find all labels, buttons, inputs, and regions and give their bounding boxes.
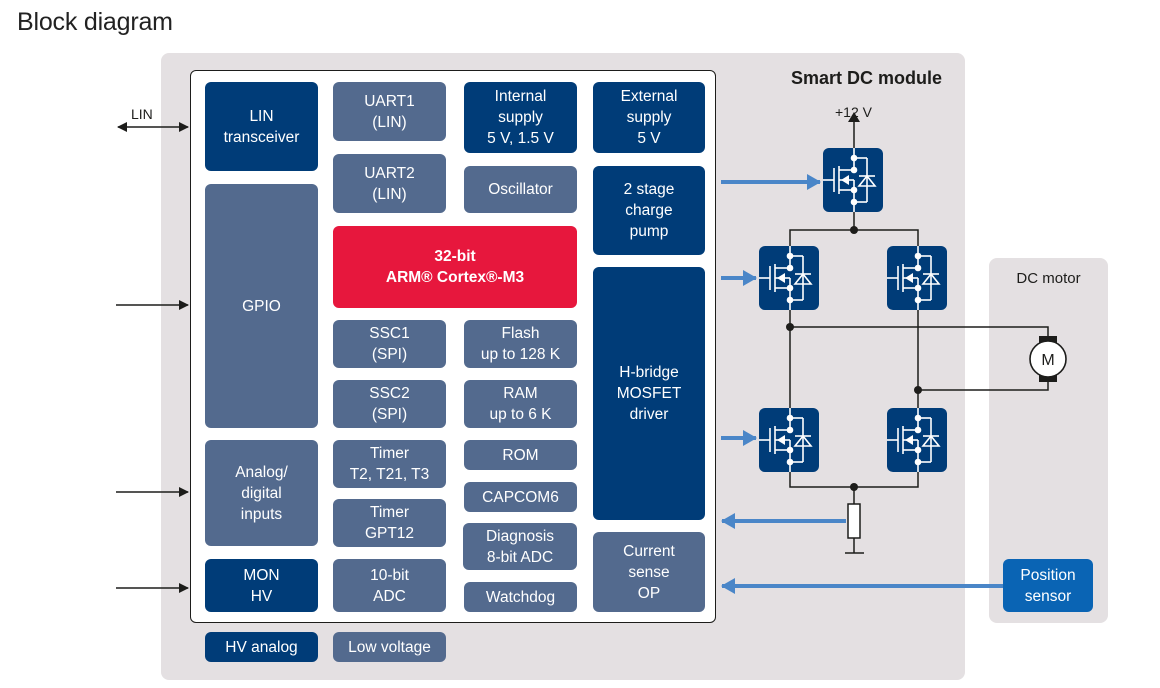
diagnosis-block: Diagnosis 8-bit ADC [463, 523, 577, 570]
lin-label: LIN [131, 106, 153, 122]
ram-block: RAM up to 6 K [464, 380, 577, 428]
watchdog-block: Watchdog [464, 582, 577, 612]
rom-block: ROM [464, 440, 577, 470]
junction-dots [786, 226, 922, 491]
module-title: Smart DC module [791, 68, 943, 88]
motor-title: DC motor [1016, 270, 1081, 287]
mosfet-top-left-icon [759, 246, 819, 310]
flash-block: Flash up to 128 K [464, 320, 577, 368]
analog-digital-inputs-block: Analog/ digital inputs [205, 440, 318, 546]
supply-arrow-icon [848, 112, 860, 122]
legend-low-voltage: Low voltage [333, 632, 446, 662]
timer-t2-block: Timer T2, T21, T3 [333, 440, 446, 488]
gpio-block: GPIO [205, 184, 318, 428]
uart1-block: UART1 (LIN) [333, 82, 446, 141]
motor-icon: M [1029, 336, 1067, 382]
mosfet-bottom-left-icon [759, 408, 819, 472]
external-supply-block: External supply 5 V [593, 82, 705, 153]
lin-transceiver-block: LIN transceiver [205, 82, 318, 171]
mosfet-bottom-right-icon [887, 408, 947, 472]
oscillator-block: Oscillator [464, 166, 577, 213]
page-title: Block diagram [17, 8, 173, 36]
adc10-block: 10-bit ADC [333, 559, 446, 612]
current-sense-block: Current sense OP [593, 532, 705, 612]
ssc2-block: SSC2 (SPI) [333, 380, 446, 428]
motor-symbol: M [1041, 352, 1054, 369]
ssc1-block: SSC1 (SPI) [333, 320, 446, 368]
charge-pump-block: 2 stage charge pump [593, 166, 705, 255]
mosfet-top-right-icon [887, 246, 947, 310]
internal-supply-block: Internal supply 5 V, 1.5 V [464, 82, 577, 153]
supply-label: +12 V [835, 104, 872, 120]
capcom6-block: CAPCOM6 [464, 482, 577, 512]
cpu-block: 32-bit ARM® Cortex®-M3 [333, 226, 577, 308]
legend-hv-analog: HV analog [205, 632, 318, 662]
shunt-resistor-icon [847, 503, 861, 539]
high-side-mosfet-icon [823, 148, 883, 212]
uart2-block: UART2 (LIN) [333, 154, 446, 213]
timer-gpt12-block: Timer GPT12 [333, 499, 446, 547]
mon-hv-block: MON HV [205, 559, 318, 612]
hbridge-driver-block: H-bridge MOSFET driver [593, 267, 705, 520]
position-sensor-block: Position sensor [1003, 559, 1093, 612]
